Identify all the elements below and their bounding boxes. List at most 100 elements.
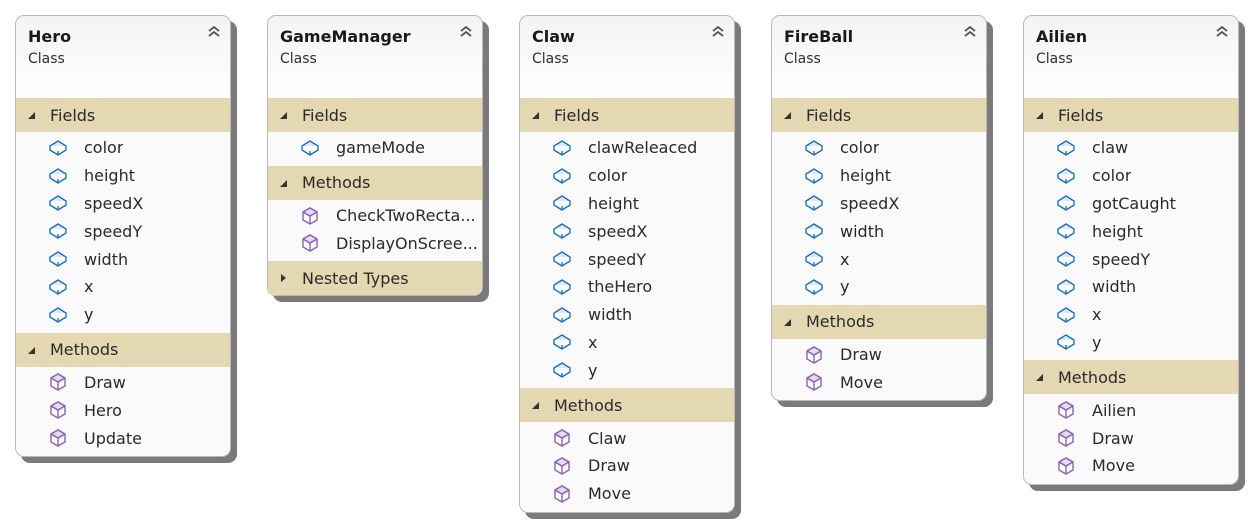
section-fields[interactable]: Fields	[16, 98, 230, 132]
field-item[interactable]: height	[1024, 217, 1238, 245]
section-fields[interactable]: Fields	[1024, 98, 1238, 132]
section-label: Methods	[806, 312, 875, 332]
section-methods[interactable]: Methods	[16, 332, 230, 367]
method-name: Move	[588, 484, 631, 504]
field-item[interactable]: theHero	[520, 273, 734, 301]
method-icon	[1056, 456, 1076, 476]
triangle-expanded-icon	[1036, 112, 1043, 119]
field-icon	[1056, 277, 1076, 297]
section-label: Fields	[554, 105, 600, 125]
method-name: Draw	[1092, 428, 1134, 448]
field-item[interactable]: speedY	[16, 217, 230, 245]
field-icon	[48, 221, 68, 241]
field-item[interactable]: gameMode	[268, 134, 482, 162]
method-item[interactable]: Draw	[520, 452, 734, 480]
section-fields[interactable]: Fields	[772, 98, 986, 132]
method-item[interactable]: Update	[16, 424, 230, 452]
section-methods[interactable]: Methods	[1024, 360, 1238, 395]
field-icon	[48, 193, 68, 213]
section-methods[interactable]: Methods	[268, 165, 482, 200]
field-name: width	[1092, 277, 1137, 297]
field-icon	[1056, 305, 1076, 325]
field-item[interactable]: y	[520, 356, 734, 384]
method-list: CheckTwoRecta...DisplayOnScree...	[268, 200, 482, 262]
method-icon	[552, 428, 572, 448]
field-name: x	[1092, 305, 1102, 325]
field-icon	[48, 249, 68, 269]
field-item[interactable]: x	[772, 245, 986, 273]
field-item[interactable]: y	[1024, 329, 1238, 357]
field-item[interactable]: speedX	[772, 190, 986, 218]
method-name: Move	[840, 372, 883, 392]
field-item[interactable]: width	[1024, 273, 1238, 301]
double-chevron-up-icon[interactable]	[963, 25, 977, 37]
field-item[interactable]: clawReleaced	[520, 134, 734, 162]
field-item[interactable]: claw	[1024, 134, 1238, 162]
section-methods[interactable]: Methods	[520, 388, 734, 423]
field-item[interactable]: height	[520, 190, 734, 218]
method-item[interactable]: Draw	[1024, 424, 1238, 452]
field-item[interactable]: width	[772, 217, 986, 245]
section-label: Fields	[50, 105, 96, 125]
field-name: color	[840, 138, 880, 158]
method-item[interactable]: Claw	[520, 424, 734, 452]
class-card-gamemanager[interactable]: GameManager Class Fields gameMode Method…	[267, 15, 483, 297]
class-header: Hero Class	[16, 16, 230, 98]
field-name: y	[588, 360, 598, 380]
double-chevron-up-icon[interactable]	[1215, 25, 1229, 37]
field-name: claw	[1092, 138, 1129, 158]
field-name: gotCaught	[1092, 193, 1176, 213]
field-item[interactable]: gotCaught	[1024, 190, 1238, 218]
field-item[interactable]: y	[772, 273, 986, 301]
field-item[interactable]: color	[772, 134, 986, 162]
field-item[interactable]: width	[520, 301, 734, 329]
field-item[interactable]: width	[16, 245, 230, 273]
method-item[interactable]: CheckTwoRecta...	[268, 202, 482, 230]
method-name: Draw	[588, 456, 630, 476]
field-item[interactable]: speedX	[16, 190, 230, 218]
field-icon	[804, 193, 824, 213]
field-name: color	[1092, 166, 1132, 186]
method-item[interactable]: Move	[1024, 452, 1238, 480]
method-item[interactable]: DisplayOnScree...	[268, 230, 482, 258]
section-fields[interactable]: Fields	[520, 98, 734, 132]
field-item[interactable]: y	[16, 301, 230, 329]
field-name: y	[840, 277, 850, 297]
field-name: clawReleaced	[588, 138, 698, 158]
field-item[interactable]: speedY	[1024, 245, 1238, 273]
field-item[interactable]: x	[520, 329, 734, 357]
field-icon	[1056, 249, 1076, 269]
triangle-expanded-icon	[280, 112, 287, 119]
field-item[interactable]: speedY	[520, 245, 734, 273]
field-icon	[48, 277, 68, 297]
field-item[interactable]: x	[1024, 301, 1238, 329]
section-fields[interactable]: Fields	[268, 98, 482, 132]
method-item[interactable]: Ailien	[1024, 396, 1238, 424]
double-chevron-up-icon[interactable]	[459, 25, 473, 37]
field-item[interactable]: height	[772, 162, 986, 190]
field-item[interactable]: color	[520, 162, 734, 190]
method-item[interactable]: Move	[520, 480, 734, 508]
method-item[interactable]: Move	[772, 369, 986, 397]
field-item[interactable]: height	[16, 162, 230, 190]
section-label: Fields	[806, 105, 852, 125]
field-item[interactable]: speedX	[520, 217, 734, 245]
section-methods[interactable]: Methods	[772, 304, 986, 339]
double-chevron-up-icon[interactable]	[207, 25, 221, 37]
field-item[interactable]: color	[1024, 162, 1238, 190]
method-item[interactable]: Hero	[16, 396, 230, 424]
method-item[interactable]: Draw	[16, 369, 230, 397]
section-nested-types[interactable]: Nested Types	[268, 261, 482, 296]
method-item[interactable]: Draw	[772, 341, 986, 369]
field-icon	[1056, 166, 1076, 186]
field-item[interactable]: color	[16, 134, 230, 162]
method-icon	[552, 456, 572, 476]
double-chevron-up-icon[interactable]	[711, 25, 725, 37]
field-item[interactable]: x	[16, 273, 230, 301]
